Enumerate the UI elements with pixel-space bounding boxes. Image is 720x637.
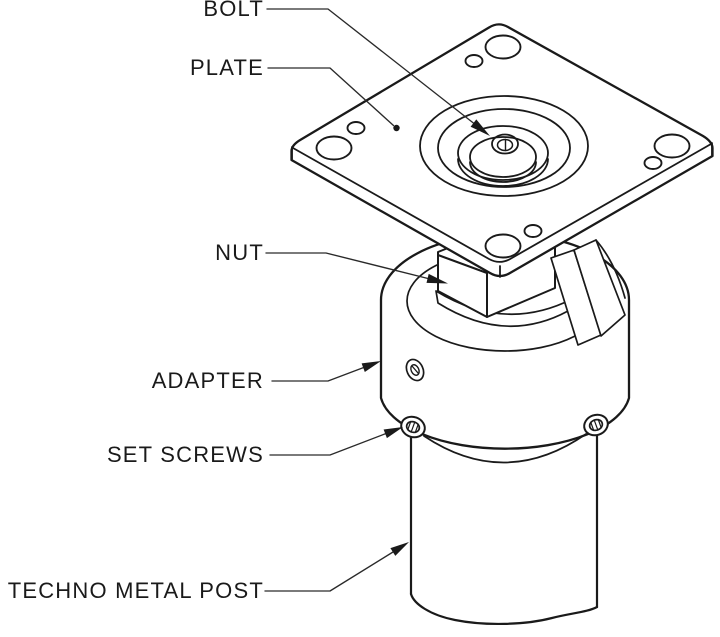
arrowhead-set-screws — [383, 427, 403, 439]
set-screw-right — [583, 413, 609, 437]
hole-bottom-large — [484, 233, 522, 259]
set-screw-left — [400, 415, 426, 439]
label-adapter: ADAPTER — [151, 368, 264, 393]
label-nut: NUT — [215, 240, 264, 265]
hole-top-large — [484, 34, 522, 60]
hole-right-small — [643, 156, 663, 170]
leader-bolt — [266, 8, 475, 125]
label-techno-metal-post: TECHNO METAL POST — [7, 578, 264, 603]
leader-lines — [264, 8, 475, 592]
leader-set-screws — [269, 432, 387, 456]
label-set-screws: SET SCREWS — [106, 442, 264, 467]
hole-left-small — [346, 121, 366, 135]
hole-right-large — [653, 133, 691, 159]
plate-holes — [315, 34, 691, 259]
arrowhead-bolt — [470, 119, 490, 136]
hole-bottom-small — [523, 224, 543, 238]
adapter-slot-shape — [550, 239, 626, 346]
set-screw-hole-upper — [405, 358, 425, 382]
arrowhead-post — [390, 542, 409, 556]
leader-terminators — [361, 119, 490, 556]
arrowhead-adapter — [361, 361, 381, 372]
leader-adapter — [271, 366, 366, 382]
post-shape — [409, 428, 599, 626]
dot-plate — [393, 124, 400, 132]
leader-nut — [265, 252, 429, 280]
bolt-shape — [419, 95, 589, 197]
label-bolt: BOLT — [203, 0, 264, 21]
hole-top-small — [464, 54, 484, 68]
hole-left-large — [315, 135, 353, 161]
arrowhead-nut — [426, 273, 448, 284]
leader-plate — [267, 67, 395, 127]
label-plate: PLATE — [189, 55, 264, 80]
leader-post — [264, 551, 394, 592]
